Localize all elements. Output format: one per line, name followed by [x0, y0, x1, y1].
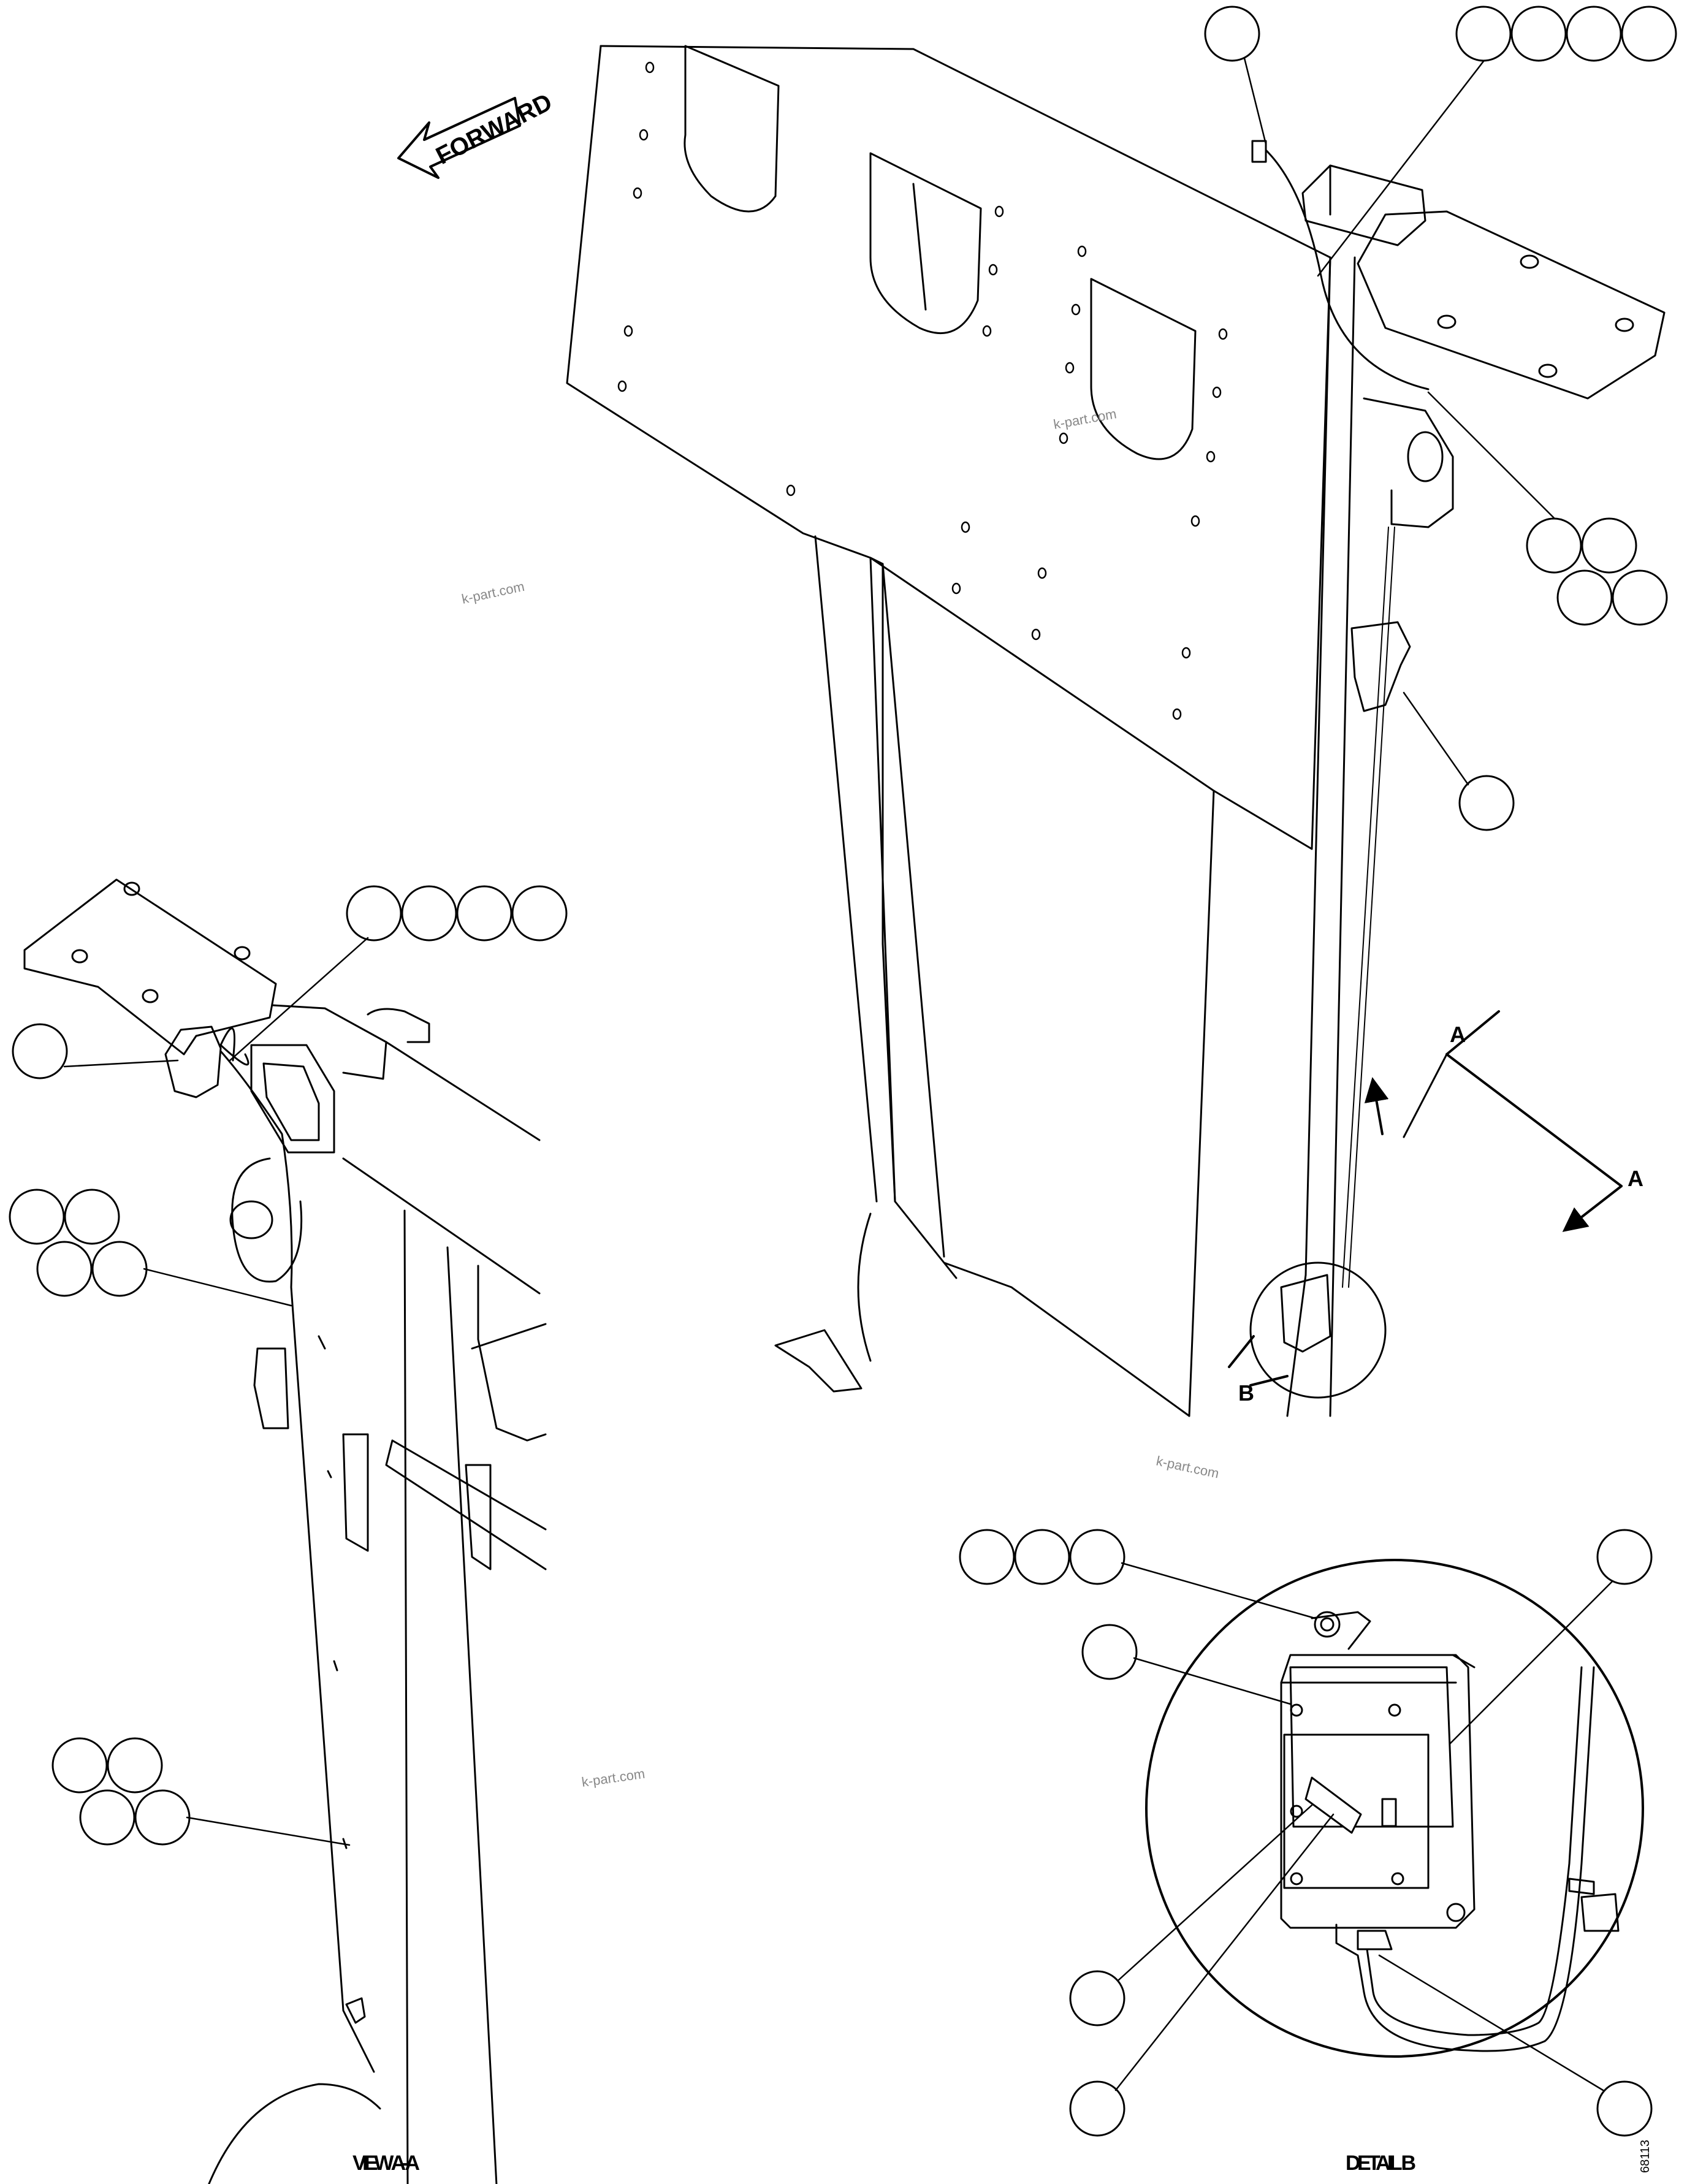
detail-b-circle	[1145, 1559, 1644, 2058]
switch-housing	[1280, 1654, 1476, 1929]
work-light	[1350, 621, 1411, 712]
view-caption: VIEW A-A	[352, 2152, 420, 2175]
lower-channel	[814, 535, 945, 1258]
detail-b	[1145, 1559, 1644, 2058]
watermark: k-part.com	[1053, 406, 1118, 432]
view-aa-frame	[342, 1041, 541, 1295]
cutout-1	[684, 45, 780, 213]
forward-arrow: FORWARD	[397, 88, 557, 179]
conduit	[1335, 1666, 1595, 2052]
section-line-a-a: A A B	[1238, 1010, 1643, 1406]
harness-main	[1262, 146, 1430, 390]
watermark: k-part.com	[581, 1766, 645, 1790]
section-letter-top: A	[1450, 1022, 1466, 1047]
main-view	[566, 45, 1666, 1417]
view-aa-work-light	[164, 1025, 222, 1098]
view-a-a	[23, 878, 547, 2184]
detail-letter: B	[1238, 1380, 1254, 1406]
panel-top-edge	[600, 45, 1331, 259]
cutout-2	[869, 152, 982, 334]
section-letter-right: A	[1628, 1166, 1643, 1191]
side-panel	[566, 45, 1331, 850]
detail-b-callout-circle	[1249, 1261, 1387, 1399]
leader-lines	[63, 57, 1613, 2091]
toggle-lever	[1304, 1776, 1362, 1834]
watermark: k-part.com	[1155, 1453, 1221, 1481]
view-aa-harness	[219, 1050, 375, 2073]
indicator	[1381, 1798, 1397, 1827]
panel-holes	[617, 61, 1228, 720]
figure-code: 68113	[1639, 2140, 1652, 2173]
watermark: k-part.com	[460, 579, 526, 607]
detail-caption: DETAIL B	[1346, 2152, 1416, 2175]
cutout-3	[1090, 278, 1197, 460]
mount-bracket	[1301, 164, 1426, 246]
view-aa-bracket-plate	[23, 878, 277, 1056]
callout-balloons	[9, 6, 1677, 2137]
